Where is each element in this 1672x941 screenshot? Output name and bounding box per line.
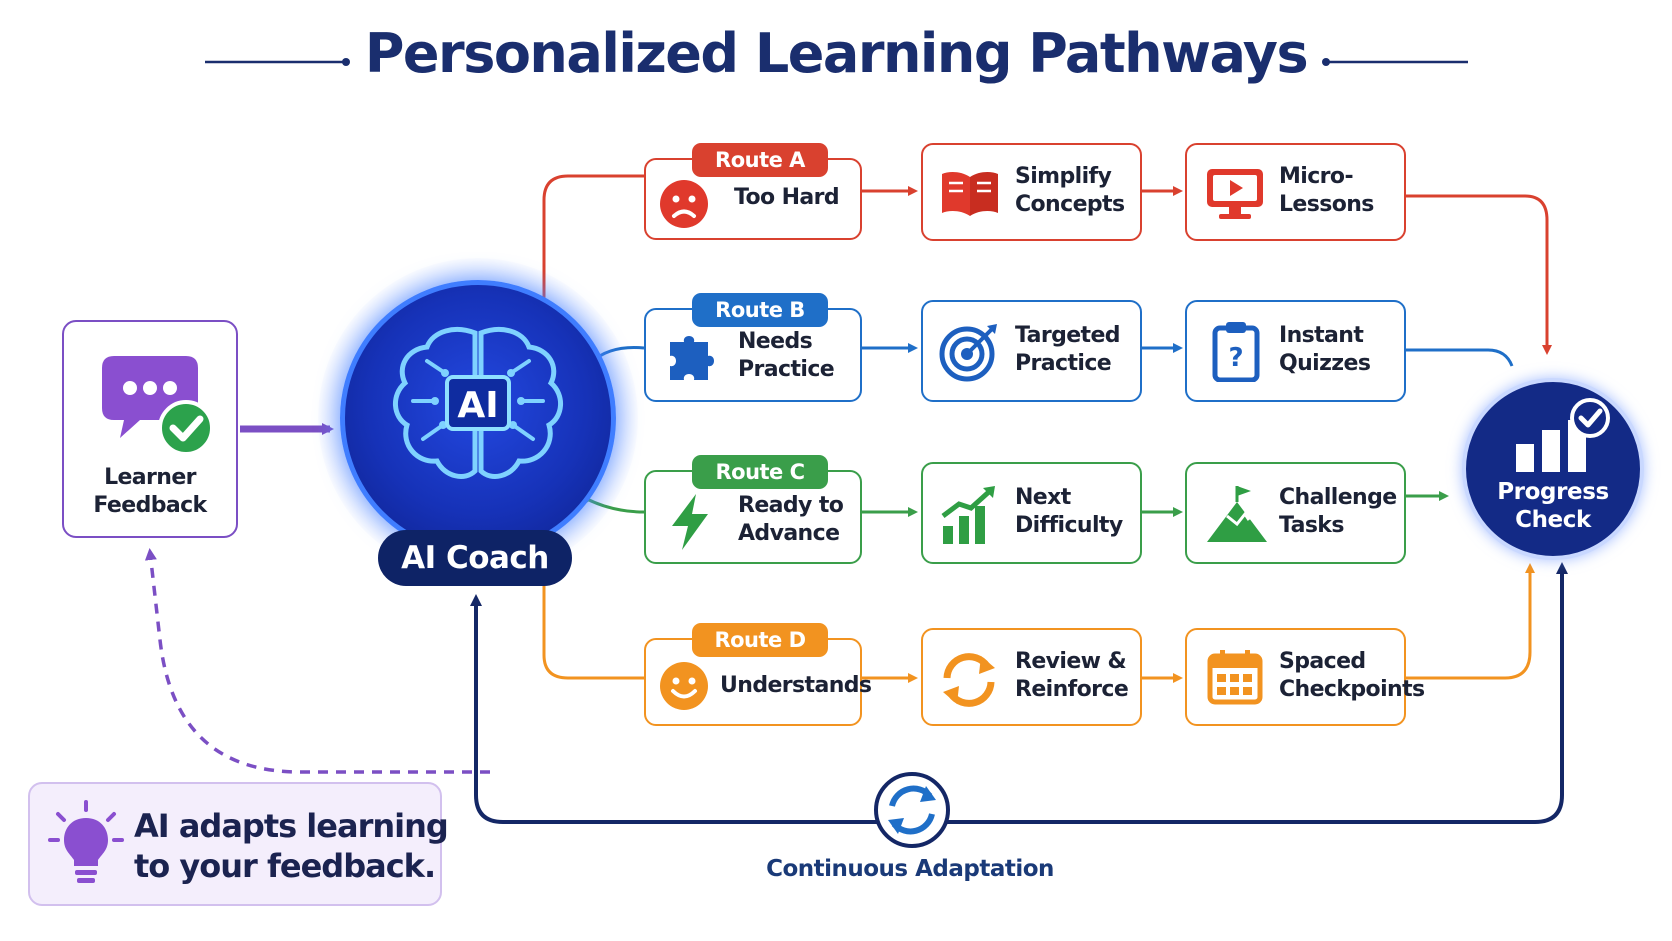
bar-chart-check-icon (1516, 398, 1610, 472)
merge-route-b (1405, 348, 1514, 367)
progress-check-node: Progress Check (1462, 378, 1644, 560)
ai-coach-label: AI Coach (378, 530, 572, 586)
route-d-condition-label: Understands (720, 673, 872, 698)
branch-route-a (542, 174, 644, 305)
branch-route-c (584, 496, 645, 514)
refresh-icon (874, 772, 950, 848)
route-d-step1-label: Review &Reinforce (1015, 649, 1129, 702)
quiz-clipboard-icon: ? (1212, 322, 1260, 382)
sad-face-icon (660, 180, 708, 228)
ai-coach-node: AI (340, 280, 616, 556)
route-a-step2-label: Micro-Lessons (1279, 164, 1374, 217)
route-a-condition-label: Too Hard (734, 185, 840, 210)
route-c-tag: Route C (692, 455, 828, 489)
title-decoration (205, 58, 1468, 66)
route-arrows (860, 186, 1183, 683)
ai-badge: AI (457, 385, 498, 426)
calendar-icon (1207, 650, 1263, 705)
chat-check-icon (102, 356, 214, 456)
feedback-return-dashed (144, 548, 490, 774)
svg-text:?: ? (1228, 343, 1243, 373)
adaptation-note-text: AI adapts learning to your feedback. (134, 807, 449, 885)
continuous-adaptation-label: Continuous Adaptation (766, 856, 1054, 882)
smile-face-icon (660, 662, 708, 710)
growth-chart-icon (941, 486, 995, 544)
branch-route-d (542, 556, 644, 680)
progress-check-label: Progress Check (1497, 479, 1609, 533)
merge-route-d (1405, 563, 1535, 680)
learner-feedback-label: Learner Feedback (93, 465, 207, 518)
brain-circuit-icon: AI (393, 327, 563, 479)
adaptation-note: AI adapts learning to your feedback. (28, 782, 449, 906)
cycle-arrows-icon (943, 653, 995, 707)
route-b-tag: Route B (692, 293, 828, 327)
video-monitor-icon (1207, 169, 1263, 219)
lightbulb-icon (48, 800, 124, 883)
open-book-icon (942, 172, 998, 216)
mountain-flag-icon (1207, 486, 1267, 542)
target-icon (939, 324, 997, 382)
route-a-tag: Route A (692, 143, 828, 177)
puzzle-icon (670, 336, 714, 380)
route-a-step2-box: Micro-Lessons (1185, 143, 1406, 241)
lightning-icon (672, 494, 708, 550)
learner-feedback-box: Learner Feedback (62, 320, 238, 538)
route-d-step1-box: Review &Reinforce (921, 628, 1142, 726)
merge-route-a (1405, 194, 1552, 355)
page-title: Personalized Learning Pathways (364, 22, 1309, 85)
route-d-tag: Route D (692, 623, 828, 657)
adaptation-loop-line (470, 566, 1564, 824)
